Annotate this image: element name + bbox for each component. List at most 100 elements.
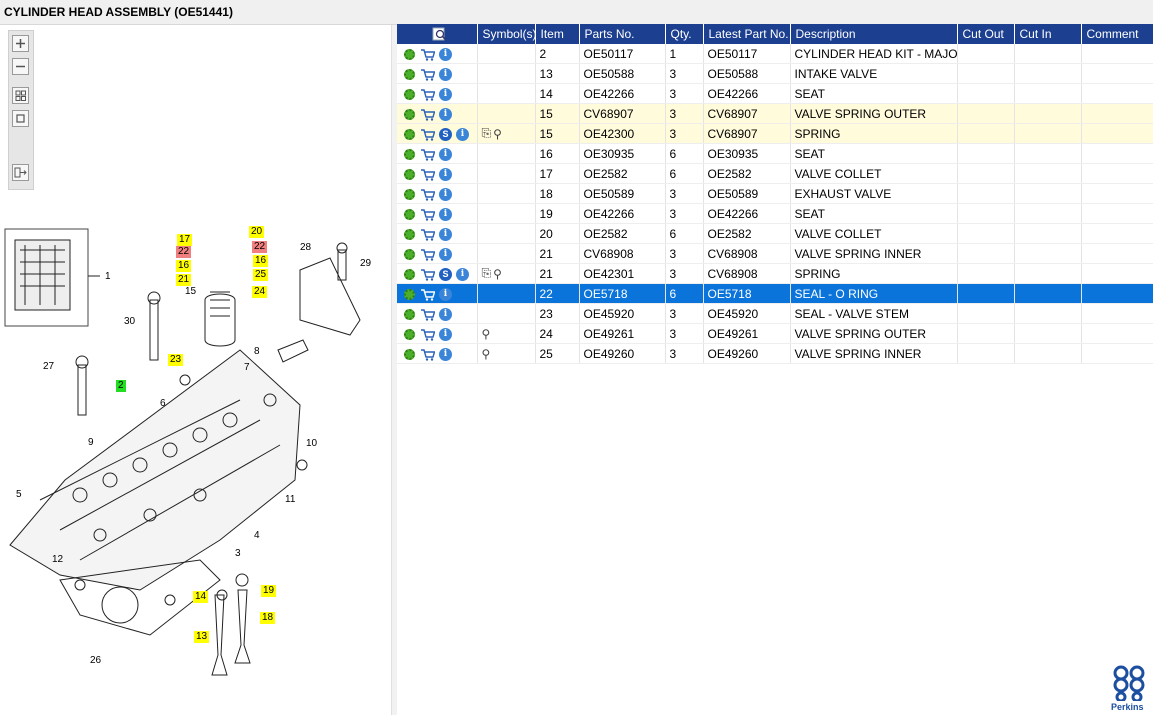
gear-icon[interactable]: [404, 288, 415, 300]
gear-icon[interactable]: [404, 328, 415, 340]
zoom-out-icon[interactable]: [12, 58, 29, 75]
exploded-diagram[interactable]: [0, 215, 391, 695]
callout-label[interactable]: 20: [249, 226, 265, 238]
cart-icon[interactable]: [420, 248, 436, 261]
callout-label[interactable]: 2: [116, 380, 126, 392]
info-icon[interactable]: i: [439, 47, 452, 61]
gear-icon[interactable]: [404, 228, 415, 240]
callout-label[interactable]: 18: [260, 612, 276, 624]
cart-icon[interactable]: [420, 208, 436, 221]
cart-icon[interactable]: [420, 108, 436, 121]
column-item[interactable]: Item: [535, 24, 580, 44]
zoom-in-icon[interactable]: [12, 35, 29, 52]
callout-label[interactable]: 22: [176, 246, 192, 258]
export-icon[interactable]: [12, 164, 29, 181]
gear-icon[interactable]: [404, 108, 415, 120]
callout-label[interactable]: 14: [193, 591, 209, 603]
info-icon[interactable]: i: [439, 147, 452, 161]
cart-icon[interactable]: [420, 68, 436, 81]
gear-icon[interactable]: [404, 268, 415, 280]
column-search-icon[interactable]: [397, 24, 478, 44]
cart-icon[interactable]: [420, 228, 436, 241]
supersession-icon[interactable]: S: [439, 127, 452, 141]
info-icon[interactable]: i: [439, 227, 452, 241]
callout-label[interactable]: 16: [176, 260, 192, 272]
info-icon[interactable]: i: [439, 207, 452, 221]
callout-label[interactable]: 16: [253, 255, 269, 267]
cart-icon[interactable]: [420, 128, 436, 141]
cart-icon[interactable]: [420, 168, 436, 181]
cart-icon[interactable]: [420, 288, 436, 301]
callout-label[interactable]: 13: [194, 631, 210, 643]
column-cut-in[interactable]: Cut In: [1014, 24, 1082, 44]
info-icon[interactable]: i: [456, 127, 469, 141]
info-icon[interactable]: i: [439, 167, 452, 181]
callout-label[interactable]: 25: [253, 269, 269, 281]
callout-label[interactable]: 24: [252, 286, 268, 298]
column-comment[interactable]: Comment: [1081, 24, 1153, 44]
info-icon[interactable]: i: [439, 107, 452, 121]
cart-icon[interactable]: [420, 148, 436, 161]
cart-icon[interactable]: [420, 348, 436, 361]
column-latest-part-no[interactable]: Latest Part No.: [703, 24, 791, 44]
gear-icon[interactable]: [404, 348, 415, 360]
fit-window-icon[interactable]: [12, 110, 29, 127]
column-symbols[interactable]: Symbol(s): [477, 24, 536, 44]
info-icon[interactable]: i: [439, 247, 452, 261]
note-icon[interactable]: ⚲: [493, 126, 502, 141]
gear-icon[interactable]: [404, 168, 415, 180]
cart-icon[interactable]: [420, 88, 436, 101]
gear-icon[interactable]: [404, 88, 415, 100]
info-icon[interactable]: i: [456, 267, 469, 281]
info-icon[interactable]: i: [439, 327, 452, 341]
pane-splitter[interactable]: [391, 25, 397, 715]
gear-icon[interactable]: [404, 208, 415, 220]
multi-gear-icon[interactable]: [404, 48, 415, 60]
info-icon[interactable]: i: [439, 287, 452, 301]
note-icon[interactable]: ⚲: [481, 346, 491, 361]
cart-icon[interactable]: [420, 48, 436, 61]
column-description[interactable]: Description: [790, 24, 958, 44]
cart-icon[interactable]: [420, 328, 436, 341]
gear-icon[interactable]: [404, 248, 415, 260]
info-icon[interactable]: i: [439, 67, 452, 81]
gear-icon[interactable]: [404, 68, 415, 80]
cart-icon[interactable]: [420, 188, 436, 201]
callout-label[interactable]: 21: [176, 274, 192, 286]
gear-icon[interactable]: [404, 308, 415, 320]
column-parts-no[interactable]: Parts No.: [579, 24, 666, 44]
info-icon[interactable]: i: [439, 187, 452, 201]
gear-icon[interactable]: [404, 188, 415, 200]
info-icon[interactable]: i: [439, 87, 452, 101]
callout-label[interactable]: 17: [177, 234, 193, 246]
note-icon[interactable]: ⚲: [493, 266, 502, 281]
gear-icon[interactable]: [404, 128, 415, 140]
info-icon[interactable]: i: [439, 307, 452, 321]
gear-icon[interactable]: [404, 148, 415, 160]
info-icon[interactable]: i: [439, 347, 452, 361]
note-icon[interactable]: ⚲: [481, 326, 491, 341]
view-illustration-icon[interactable]: ⎘: [481, 126, 492, 141]
column-qty[interactable]: Qty.: [665, 24, 704, 44]
callout-label[interactable]: 22: [252, 241, 268, 253]
cart-icon[interactable]: [420, 268, 436, 281]
callout-label[interactable]: 19: [261, 585, 277, 597]
view-illustration-icon[interactable]: ⎘: [481, 266, 492, 281]
column-cut-out[interactable]: Cut Out: [957, 24, 1015, 44]
supersession-icon[interactable]: S: [439, 267, 452, 281]
cart-icon[interactable]: [420, 308, 436, 321]
